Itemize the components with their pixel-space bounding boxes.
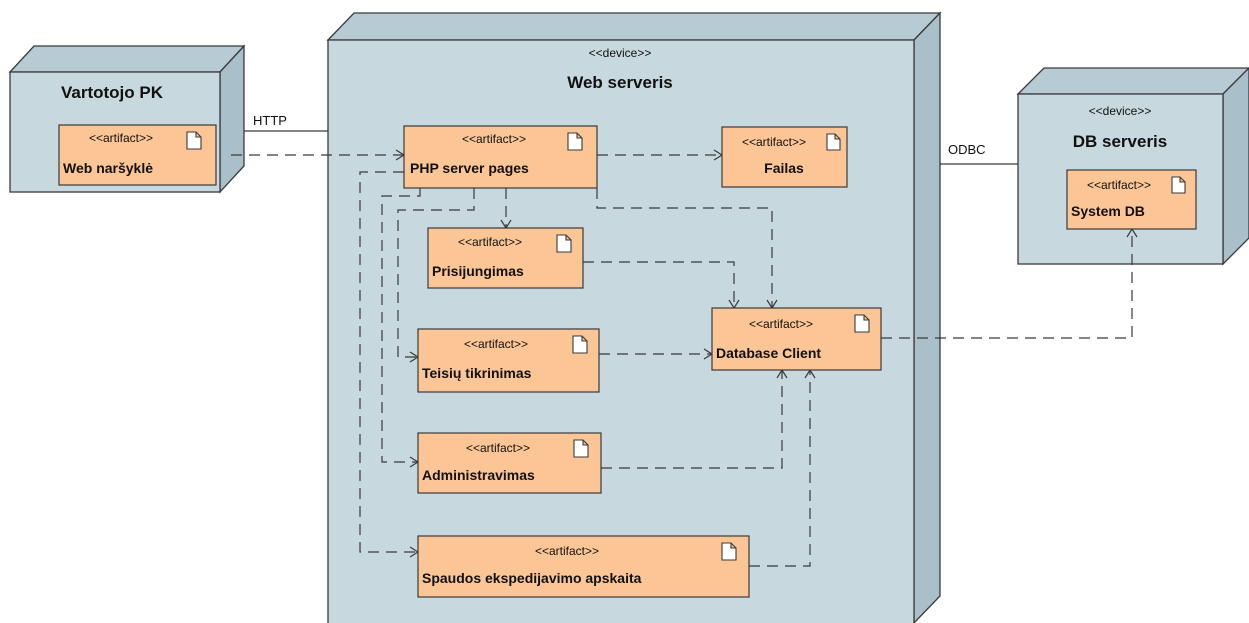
artifact-name: Failas [764, 160, 804, 176]
artifact-database-client[interactable]: <<artifact>> Database Client [711, 307, 882, 371]
artifact-stereotype: <<artifact>> [462, 132, 526, 146]
document-icon [1171, 176, 1186, 194]
dependency-php-dbclient [596, 188, 773, 308]
document-icon [573, 439, 589, 458]
document-icon [721, 542, 737, 561]
artifact-stereotype: <<artifact>> [1087, 178, 1151, 192]
artifact-php-server-pages[interactable]: <<artifact>> PHP server pages [403, 125, 598, 189]
association-http: HTTP [244, 113, 328, 132]
artifact-stereotype: <<artifact>> [749, 317, 813, 331]
document-icon [556, 234, 572, 253]
document-icon [826, 133, 841, 151]
node-db-serveris[interactable]: <<device>> DB serveris [1016, 67, 1249, 266]
artifact-stereotype: <<artifact>> [742, 135, 806, 149]
artifact-name: Teisių tikrinimas [422, 365, 532, 381]
artifact-failas[interactable]: <<artifact>> Failas [721, 126, 848, 188]
artifact-stereotype: <<artifact>> [466, 441, 530, 455]
artifact-stereotype: <<artifact>> [458, 235, 522, 249]
artifact-stereotype: <<artifact>> [89, 131, 153, 145]
association-label-odbc: ODBC [948, 142, 986, 157]
artifact-administravimas[interactable]: <<artifact>> Administravimas [417, 432, 602, 494]
artifact-stereotype: <<artifact>> [535, 544, 599, 558]
artifact-name: Prisijungimas [432, 263, 524, 279]
node-stereotype-db-serveris: <<device>> [1089, 104, 1152, 118]
artifact-web-narsykle[interactable]: <<artifact>> Web naršyklė [58, 124, 217, 186]
dependency-spaudos-dbclient [749, 370, 811, 567]
artifact-prisijungimas[interactable]: <<artifact>> Prisijungimas [427, 227, 584, 289]
association-label-http: HTTP [253, 113, 287, 128]
node-stereotype-web-serveris: <<device>> [589, 46, 652, 60]
document-icon [572, 335, 588, 354]
artifact-name: PHP server pages [410, 160, 529, 176]
node-title-web-serveris: Web serveris [567, 73, 673, 92]
artifact-name: Web naršyklė [63, 160, 153, 176]
dependency-prisijungimas-dbclient [583, 261, 735, 308]
artifact-teisiu-tikrinimas[interactable]: <<artifact>> Teisių tikrinimas [417, 328, 600, 393]
node-title-db-serveris: DB serveris [1073, 132, 1168, 151]
dependency-admin-dbclient [601, 370, 783, 469]
artifact-name: Database Client [716, 345, 821, 361]
artifact-name: Spaudos ekspedijavimo apskaita [422, 570, 642, 586]
dependency-php-admin [381, 188, 421, 463]
dependency-php-teisiu [397, 188, 475, 358]
dependency-php-spaudos [359, 171, 418, 553]
artifact-name: Administravimas [422, 467, 535, 483]
document-icon [567, 132, 583, 151]
artifact-system-db[interactable]: <<artifact>> System DB [1066, 169, 1197, 230]
document-icon [854, 314, 870, 333]
artifact-spaudos-ekspedijavimo-apskaita[interactable]: <<artifact>> Spaudos ekspedijavimo apska… [417, 535, 750, 598]
dependency-lines [231, 149, 1138, 567]
artifact-stereotype: <<artifact>> [464, 337, 528, 351]
document-icon [186, 131, 202, 150]
node-title-vartotojo-pk: Vartotojo PK [61, 83, 164, 102]
artifact-name: System DB [1071, 203, 1145, 219]
association-odbc: ODBC [940, 142, 1018, 165]
